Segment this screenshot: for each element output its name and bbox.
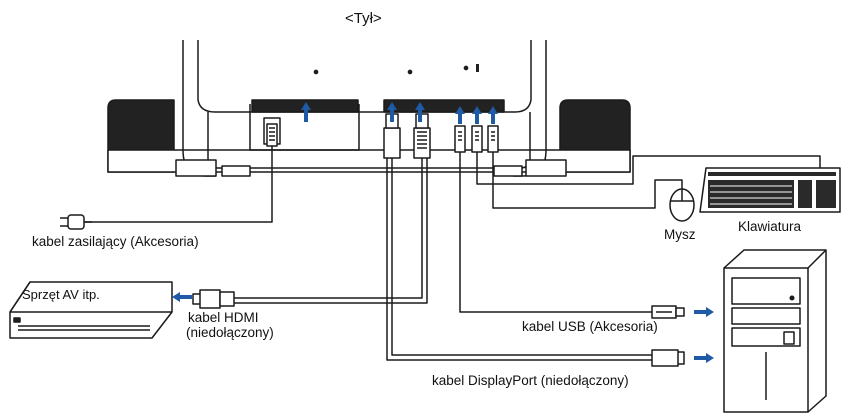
arrow-left-icon	[172, 292, 192, 302]
mouse-label: Mysz	[664, 227, 696, 242]
hdmi-plug-icon	[192, 289, 235, 309]
arrow-up-icon	[455, 106, 465, 124]
av-device	[9, 281, 173, 339]
arrow-up-icon	[415, 102, 425, 122]
diagram-title: <Tył>	[345, 10, 382, 27]
power-plug-icon	[60, 214, 92, 230]
mouse-icon	[669, 188, 695, 222]
power-cable-label: kabel zasilający (Akcesoria)	[32, 234, 199, 249]
displayport-cable-label: kabel DisplayPort (niedołączony)	[432, 373, 629, 388]
av-device-label: Sprzęt AV itp.	[22, 287, 100, 302]
displayport-plug-icon	[651, 349, 685, 367]
arrow-up-icon	[488, 106, 498, 124]
usb-cable-label: kabel USB (Akcesoria)	[522, 319, 658, 334]
plugs	[266, 113, 499, 159]
arrow-up-icon	[472, 106, 482, 124]
arrow-right-icon	[694, 307, 714, 317]
pc-tower-icon	[723, 249, 827, 413]
usb-plug-icon	[651, 305, 685, 319]
arrow-up-icon	[301, 102, 311, 122]
keyboard-label: Klawiatura	[738, 219, 802, 234]
cables	[84, 146, 821, 361]
hdmi-cable-label-line1: kabel HDMI	[188, 310, 259, 325]
arrow-right-icon	[694, 353, 714, 363]
keyboard-icon	[699, 167, 841, 213]
arrow-up-icon	[387, 102, 397, 122]
hdmi-cable-label-line2: (niedołączony)	[186, 325, 274, 340]
direction-arrows	[172, 102, 714, 363]
monitor-rear	[107, 40, 631, 177]
